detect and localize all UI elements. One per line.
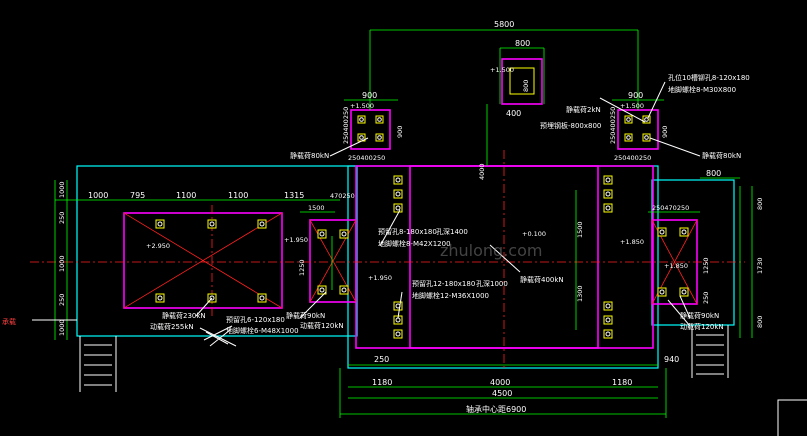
dim-left-box-vert-right: 900	[396, 126, 404, 138]
dim-bottom-1180-left: 1180	[372, 378, 392, 387]
elev-right-small: +1.850	[620, 238, 644, 246]
note-left-hole: 预留孔6-120x180	[226, 315, 285, 324]
elev-left-small-b: +1.950	[368, 274, 392, 282]
dim-right-vert-3: 800	[756, 316, 764, 328]
dim-right-box-width: 900	[628, 91, 643, 100]
dim-bottom-4500: 4500	[492, 389, 512, 398]
note-center-hole: 预留孔8-180x180	[378, 227, 437, 236]
dim-left-box-width: 900	[362, 91, 377, 100]
top-left-pedestal	[350, 109, 391, 150]
dim-left-span-4: 1100	[228, 191, 248, 200]
dim-small-left: 1500	[308, 204, 325, 212]
dim-center-vert-a: 4000	[478, 163, 486, 180]
dimension-lines	[54, 29, 753, 418]
watermark: zhulong.com	[440, 241, 542, 260]
note-right-box-load: 静载荷80kN	[702, 151, 741, 160]
note-top-box-embed: 预埋钢板-800x800	[540, 121, 601, 130]
dim-right-width: 800	[706, 169, 721, 178]
dim-right-small-vert: 1250	[702, 257, 710, 274]
dim-bottom-1180-right: 1180	[612, 378, 632, 387]
note-left-box-load: 静载荷80kN	[290, 151, 329, 160]
note-center-bolt: 地脚螺栓8-M42X1200	[378, 239, 451, 248]
left-x-brace-b	[123, 212, 283, 309]
dim-right-box-vert: 250400250	[609, 107, 617, 144]
dim-left-span-5: 1315	[284, 191, 304, 200]
dim-left-span-6: 470250	[330, 192, 355, 200]
elev-left-box: +1.500	[350, 102, 374, 110]
elev-top-box: +1.500	[490, 66, 514, 74]
left-stair	[79, 336, 117, 392]
dim-right-spans: 250470250	[652, 204, 689, 212]
note-small-left-dynamic: 动载荷120kN	[300, 321, 344, 330]
dim-left-box-bottom: 250400250	[348, 154, 385, 162]
note-left-dynamic: 动载荷255kN	[150, 322, 194, 331]
note-right-static: 静载荷90kN	[680, 311, 719, 320]
note-top-box-load: 静载荷2kN	[566, 105, 601, 114]
dim-left-vert-1: 1000	[58, 181, 66, 198]
elev-center: +0.100	[522, 230, 546, 238]
leader-lines	[32, 81, 701, 327]
left-foundation-outline	[76, 165, 358, 337]
dim-left-vert-5: 1000	[58, 319, 66, 336]
dim-bottom-4000: 4000	[490, 378, 510, 387]
elev-right-box: +1.500	[620, 102, 644, 110]
elev-right-small-b: +1.850	[664, 262, 688, 270]
dim-top-total: 5800	[494, 20, 514, 29]
note-center-hole-b-depth: 孔深1000	[476, 279, 508, 288]
dim-bottom-250: 250	[374, 355, 389, 364]
dim-left-span-1: 1000	[88, 191, 108, 200]
note-edge-label: 承载	[2, 317, 16, 326]
note-small-left-static: 静载荷90kN	[286, 311, 325, 320]
dim-top-box-offset: 400	[506, 109, 521, 118]
dim-right-box-vert-right: 900	[661, 126, 669, 138]
dim-left-span-2: 795	[130, 191, 145, 200]
dim-bottom-940: 940	[664, 355, 679, 364]
corner-frame	[777, 399, 807, 436]
dim-center-vert-c: 1300	[576, 285, 584, 302]
dim-left-vert-2: 250	[58, 212, 66, 224]
dim-left-vert-3: 1000	[58, 255, 66, 272]
dim-left-vert-4: 250	[58, 294, 66, 306]
top-right-pedestal	[617, 109, 659, 150]
center-inner-base	[409, 165, 599, 349]
elev-left-main: +2.950	[146, 242, 170, 250]
dim-right-vert-2: 1730	[756, 257, 764, 274]
note-left-static: 静载荷230kN	[162, 311, 206, 320]
dim-small-left-vert: 1250	[298, 259, 306, 276]
note-top-box-2: 地脚螺栓8-M30X800	[668, 85, 736, 94]
elev-left-small: +1.950	[284, 236, 308, 244]
top-center-pedestal	[501, 58, 543, 105]
note-right-dynamic: 动载荷120kN	[680, 322, 724, 331]
dim-top-box-width: 800	[515, 39, 530, 48]
dim-top-box-vert: 800	[522, 80, 530, 92]
dim-right-vert-1: 800	[756, 198, 764, 210]
dim-center-vert-b: 1500	[576, 221, 584, 238]
note-center-bolt-b: 地脚螺栓12-M36X1000	[412, 291, 489, 300]
dim-right-box-bottom: 250400250	[614, 154, 651, 162]
hatch-mark	[199, 325, 237, 347]
note-center-hole-b: 预留孔12-180x180	[412, 279, 475, 288]
dim-left-span-3: 1100	[176, 191, 196, 200]
right-stair	[691, 325, 729, 378]
note-left-bolt: 地脚螺栓6-M48X1000	[226, 326, 299, 335]
bolt-holes	[155, 67, 689, 339]
dim-right-small-vert-b: 250	[702, 292, 710, 304]
note-center-hole-depth: 孔深1400	[436, 227, 468, 236]
note-top-box-1: 孔位10槽铆孔8-120x180	[668, 73, 750, 82]
dim-axle-distance: 轴承中心距6900	[466, 404, 526, 414]
dim-left-box-vert: 250400250	[342, 107, 350, 144]
note-center-load: 静载荷400kN	[520, 275, 564, 284]
